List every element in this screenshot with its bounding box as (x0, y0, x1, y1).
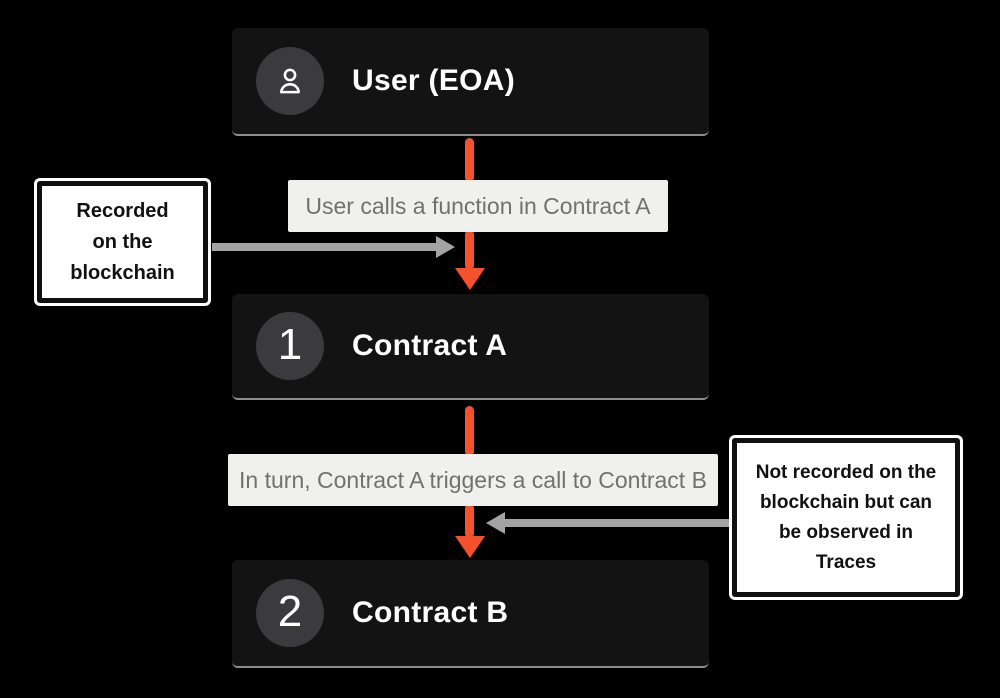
orange-arrow-1-segment-top (465, 138, 474, 182)
user-icon (280, 68, 300, 94)
flow-label-step-2: In turn, Contract A triggers a call to C… (228, 454, 718, 506)
gray-arrow-right-shaft (504, 519, 731, 527)
annotation-left-line: on the (92, 230, 153, 253)
flow-label-step-1: User calls a function in Contract A (288, 180, 668, 232)
annotation-left-line: Recorded (76, 199, 169, 222)
node-contract-a: 1 Contract A (232, 294, 709, 400)
annotation-right-line: blockchain but can (759, 491, 933, 513)
annotation-right-line: be observed in (778, 521, 914, 543)
annotation-not-recorded-traces: Not recorded on the blockchain but can b… (732, 438, 960, 597)
annotation-left-line: blockchain (70, 261, 175, 284)
node-contract-b-label: Contract B (352, 596, 509, 629)
node-user-label: User (EOA) (352, 64, 516, 97)
contract-a-number: 1 (277, 319, 303, 369)
contract-a-number-circle: 1 (256, 312, 324, 380)
orange-arrow-1-arrowhead-icon (455, 268, 485, 290)
contract-b-number: 2 (277, 586, 303, 636)
gray-arrow-left-shaft (212, 243, 438, 251)
orange-arrow-2-arrowhead-icon (455, 536, 485, 558)
node-contract-b: 2 Contract B (232, 560, 709, 668)
contract-b-number-circle: 2 (256, 579, 324, 647)
orange-arrow-2-segment-top (465, 406, 474, 456)
node-contract-a-label: Contract A (352, 329, 508, 362)
orange-arrow-2-segment-bottom (465, 504, 474, 538)
orange-arrow-1-segment-bottom (465, 230, 474, 270)
annotation-right-line: Not recorded on the (755, 461, 937, 483)
node-user-eoa: User (EOA) (232, 28, 709, 136)
annotation-recorded-on-blockchain: Recorded on the blockchain (37, 181, 208, 303)
user-avatar-circle (256, 47, 324, 115)
gray-arrow-right-arrowhead-icon (486, 512, 505, 534)
gray-arrow-left-arrowhead-icon (436, 236, 455, 258)
annotation-right-line: Traces (815, 551, 877, 573)
